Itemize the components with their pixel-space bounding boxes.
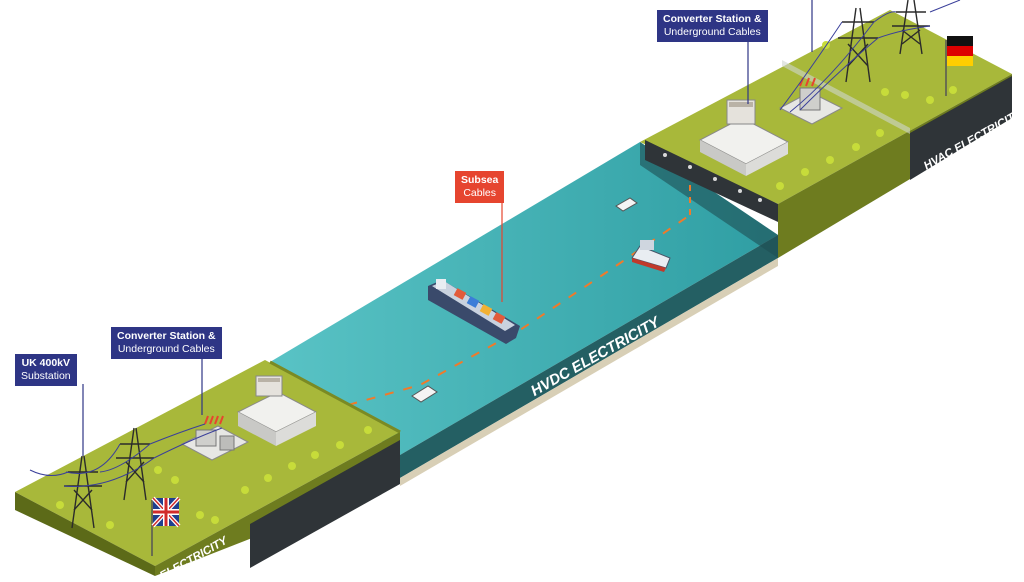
small-boat-south <box>411 385 438 403</box>
uk-substation-callout: UK 400kV Substation <box>15 354 77 386</box>
germany-substation <box>778 77 844 125</box>
uk-flag-icon <box>151 496 181 556</box>
germany-converter-callout-subtitle: Underground Cables <box>663 26 761 38</box>
germany-flag-icon <box>945 36 973 96</box>
subsea-cables-callout-subtitle: Cables <box>463 187 497 199</box>
germany-converter-callout: Converter Station & Underground Cables <box>657 10 768 42</box>
uk-substation <box>180 415 250 461</box>
germany-trees <box>776 41 957 190</box>
subsea-cables-callout-title: Subsea <box>461 174 499 186</box>
germany-power-lines <box>779 0 961 113</box>
uk-substation-callout-title: UK 400kV <box>21 357 71 369</box>
sea-channel <box>270 142 778 486</box>
uk-quay <box>269 360 401 434</box>
uk-pylon-2 <box>116 427 154 501</box>
germany-converter-station <box>698 99 790 176</box>
subsea-cables-callout: Subsea Cables <box>455 171 505 203</box>
callout-leaders <box>82 0 813 456</box>
germany-converter-callout-title: Converter Station & <box>663 13 762 25</box>
uk-converter-callout: Converter Station & Underground Cables <box>111 327 222 359</box>
uk-converter-callout-title: Converter Station & <box>117 330 216 342</box>
uk-substation-callout-subtitle: Substation <box>21 370 71 382</box>
ferry-ship <box>631 240 671 272</box>
uk-converter-station <box>236 375 318 446</box>
uk-converter-callout-subtitle: Underground Cables <box>117 343 215 355</box>
germany-quay-lights <box>663 153 762 202</box>
germany-pylon-2 <box>892 0 930 55</box>
uk-trees <box>56 426 372 529</box>
small-boat-north <box>615 197 638 212</box>
cargo-ship <box>428 279 520 344</box>
uk-power-lines <box>29 423 223 487</box>
